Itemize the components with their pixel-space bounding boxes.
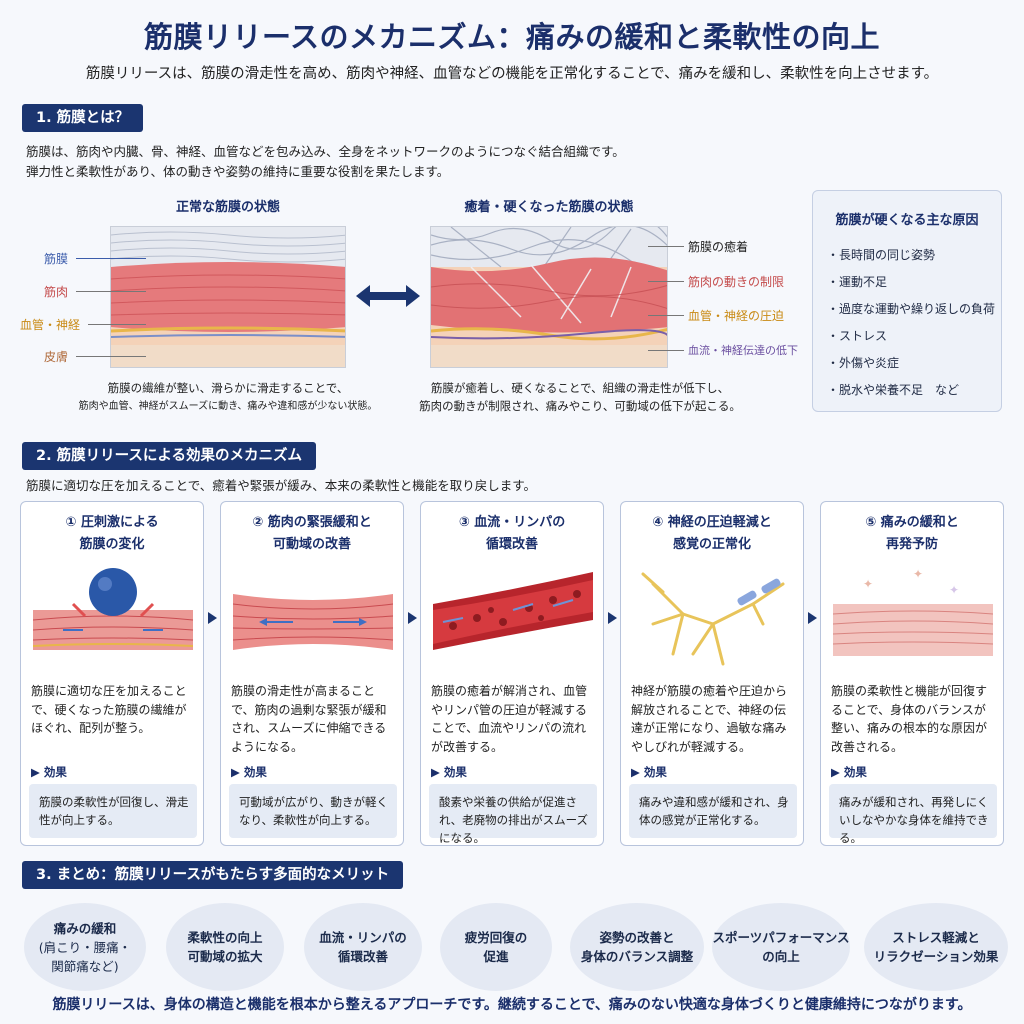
- cause-item: ・過度な運動や繰り返しの負荷: [827, 302, 996, 316]
- mechanism-card-2: ② 筋肉の緊張緩和と可動域の改善 筋膜の滑走性が高まることで、筋肉の過剰な緊張が…: [220, 501, 404, 846]
- svg-text:✦: ✦: [949, 583, 959, 597]
- cause-item: ・ストレス: [827, 329, 888, 343]
- leader-line: [648, 315, 684, 316]
- card-text: 筋膜に適切な圧を加えることで、硬くなった筋膜の繊維がほぐれ、配列が整う。: [31, 684, 187, 735]
- effect-box: 筋膜の柔軟性が回復し、滑走性が向上する。: [29, 784, 197, 838]
- flow-arrow-icon: [808, 612, 817, 624]
- cause-item: ・運動不足: [827, 275, 888, 289]
- svg-text:✦: ✦: [863, 577, 873, 591]
- causes-title: 筋膜が硬くなる主な原因: [835, 213, 979, 228]
- label-vessel-nerve: 血管・神経: [20, 318, 81, 332]
- normal-caption-line1: 筋膜の繊維が整い、滑らかに滑走することで、: [107, 381, 349, 395]
- section1-line2: 弾力性と柔軟性があり、体の動きや姿勢の維持に重要な役割を果たします。: [26, 164, 450, 179]
- mechanism-card-4: ④ 神経の圧迫軽減と感覚の正常化 神経が筋膜の癒着や圧迫から解放されることで、神…: [620, 501, 804, 846]
- section2-intro: 筋膜に適切な圧を加えることで、癒着や緊張が緩み、本来の柔軟性と機能を取り戻します…: [26, 478, 537, 493]
- blood-vessel-illustration: [433, 572, 593, 650]
- mechanism-card-3: ③ 血流・リンパの循環改善 筋膜の癒着が解消され、血管やリンパ管の圧迫が軽減する…: [420, 501, 604, 846]
- leader-line: [648, 350, 684, 351]
- muscle-relax-illustration: [233, 594, 393, 650]
- leader-line: [76, 258, 146, 259]
- svg-text:✦: ✦: [913, 567, 923, 581]
- benefit-flexibility: 柔軟性の向上可動域の拡大: [166, 903, 284, 991]
- healthy-tissue-illustration: ✦ ✦ ✦: [833, 567, 993, 656]
- effect-label: ▶ 効果: [231, 765, 267, 779]
- card-title: ① 圧刺激による筋膜の変化: [65, 515, 159, 552]
- card-title: ③ 血流・リンパの循環改善: [458, 515, 566, 552]
- flow-arrow-icon: [608, 612, 617, 624]
- mechanism-card-5: ⑤ 痛みの緩和と再発予防 ✦ ✦ ✦ 筋膜の柔軟性と機能が回復することで、身体の…: [820, 501, 1004, 846]
- page-title: 筋膜リリースのメカニズム：痛みの緩和と柔軟性の向上: [143, 20, 881, 54]
- benefit-stress-relief: ストレス軽減とリラクゼーション効果: [864, 903, 1008, 991]
- label-skin: 皮膚: [44, 350, 69, 364]
- card-text: 筋膜の癒着が解消され、血管やリンパ管の圧迫が軽減することで、血流やリンパの流れが…: [431, 684, 588, 754]
- benefit-circulation: 血流・リンパの循環改善: [304, 903, 422, 991]
- card-title: ④ 神経の圧迫軽減と感覚の正常化: [652, 515, 772, 552]
- cause-item: ・脱水や栄養不足 など: [827, 383, 960, 397]
- section1-line1: 筋膜は、筋肉や内臓、骨、神経、血管などを包み込み、全身をネットワークのようにつな…: [26, 144, 625, 159]
- leader-line: [76, 291, 146, 292]
- cause-item: ・外傷や炎症: [827, 356, 900, 370]
- effect-box: 痛みが緩和され、再発しにくいしなやかな身体を維持できる。: [829, 784, 997, 845]
- card-text: 筋膜の柔軟性と機能が回復することで、身体のバランスが整い、痛みの根本的な原因が改…: [831, 684, 988, 754]
- card-title: ② 筋肉の緊張緩和と可動域の改善: [252, 515, 372, 552]
- effect-label: ▶ 効果: [631, 765, 667, 779]
- effect-label: ▶ 効果: [831, 765, 867, 779]
- effect-box: 可動域が広がり、動きが軽くなり、柔軟性が向上する。: [229, 784, 397, 838]
- adhered-fascia-illustration: [430, 226, 668, 368]
- leader-line: [648, 281, 684, 282]
- benefit-sports: スポーツパフォーマンスの向上: [712, 903, 850, 991]
- leader-line: [648, 246, 684, 247]
- flow-arrow-icon: [408, 612, 417, 624]
- mechanism-card-1: ① 圧刺激による筋膜の変化 筋膜に適切な圧を加えることで、硬くなった筋膜の繊維が…: [20, 501, 204, 846]
- label-compression: 血管・神経の圧迫: [688, 309, 785, 323]
- nerve-illustration: [641, 572, 785, 666]
- adhered-caption-line1: 筋膜が癒着し、硬くなることで、組織の滑走性が低下し、: [430, 381, 730, 395]
- label-fascia: 筋膜: [44, 252, 69, 266]
- adhered-fascia-title: 癒着・硬くなった筋膜の状態: [464, 200, 634, 215]
- causes-box: 筋膜が硬くなる主な原因 ・長時間の同じ姿勢 ・運動不足 ・過度な運動や繰り返しの…: [812, 190, 1002, 412]
- cause-item: ・長時間の同じ姿勢: [827, 248, 936, 262]
- footer-text: 筋膜リリースは、身体の構造と機能を根本から整えるアプローチです。継続することで、…: [52, 997, 972, 1013]
- benefit-pain-relief: 痛みの緩和(肩こり・腰痛・関節痛など): [24, 903, 146, 991]
- pressure-ball-illustration: [33, 568, 193, 650]
- label-muscle-restriction: 筋肉の動きの制限: [688, 275, 785, 289]
- section3-heading: 3. まとめ：筋膜リリースがもたらす多面的なメリット: [22, 861, 404, 889]
- effect-label: ▶ 効果: [431, 765, 467, 779]
- benefit-posture: 姿勢の改善と身体のバランス調整: [570, 903, 704, 991]
- card-text: 筋膜の滑走性が高まることで、筋肉の過剰な緊張が緩和され、スムーズに伸縮できるよう…: [231, 684, 387, 754]
- normal-caption-line2: 筋肉や血管、神経がスムーズに動き、痛みや違和感が少ない状態。: [78, 401, 378, 412]
- normal-fascia-title: 正常な筋膜の状態: [175, 200, 280, 215]
- label-flow-decline: 血流・神経伝達の低下: [688, 344, 798, 357]
- effect-label: ▶ 効果: [31, 765, 67, 779]
- causes-list: ・長時間の同じ姿勢 ・運動不足 ・過度な運動や繰り返しの負荷 ・ストレス ・外傷…: [813, 242, 1001, 404]
- effect-box: 酸素や栄養の供給が促進され、老廃物の排出がスムーズになる。: [429, 784, 597, 845]
- flow-arrow-icon: [208, 612, 217, 624]
- benefit-fatigue-recovery: 疲労回復の促進: [440, 903, 552, 991]
- page-subtitle: 筋膜リリースは、筋膜の滑走性を高め、筋肉や神経、血管などの機能を正常化することで…: [85, 66, 939, 82]
- card-text: 神経が筋膜の癒着や圧迫から解放されることで、神経の伝達が正常になり、過敏な痛みや…: [631, 684, 788, 754]
- label-adhesion: 筋膜の癒着: [688, 240, 749, 254]
- section1-heading: 1. 筋膜とは？: [22, 104, 144, 132]
- double-arrow-icon: [356, 285, 420, 307]
- section2-heading: 2. 筋膜リリースによる効果のメカニズム: [22, 442, 316, 470]
- adhered-caption-line2: 筋肉の動きが制限され、痛みやこり、可動域の低下が起こる。: [419, 399, 741, 413]
- leader-line: [76, 356, 146, 357]
- card-title: ⑤ 痛みの緩和と再発予防: [865, 515, 959, 552]
- normal-fascia-illustration: [110, 226, 346, 368]
- effect-box: 痛みや違和感が緩和され、身体の感覚が正常化する。: [629, 784, 797, 838]
- leader-line: [88, 324, 146, 325]
- label-muscle: 筋肉: [44, 285, 69, 299]
